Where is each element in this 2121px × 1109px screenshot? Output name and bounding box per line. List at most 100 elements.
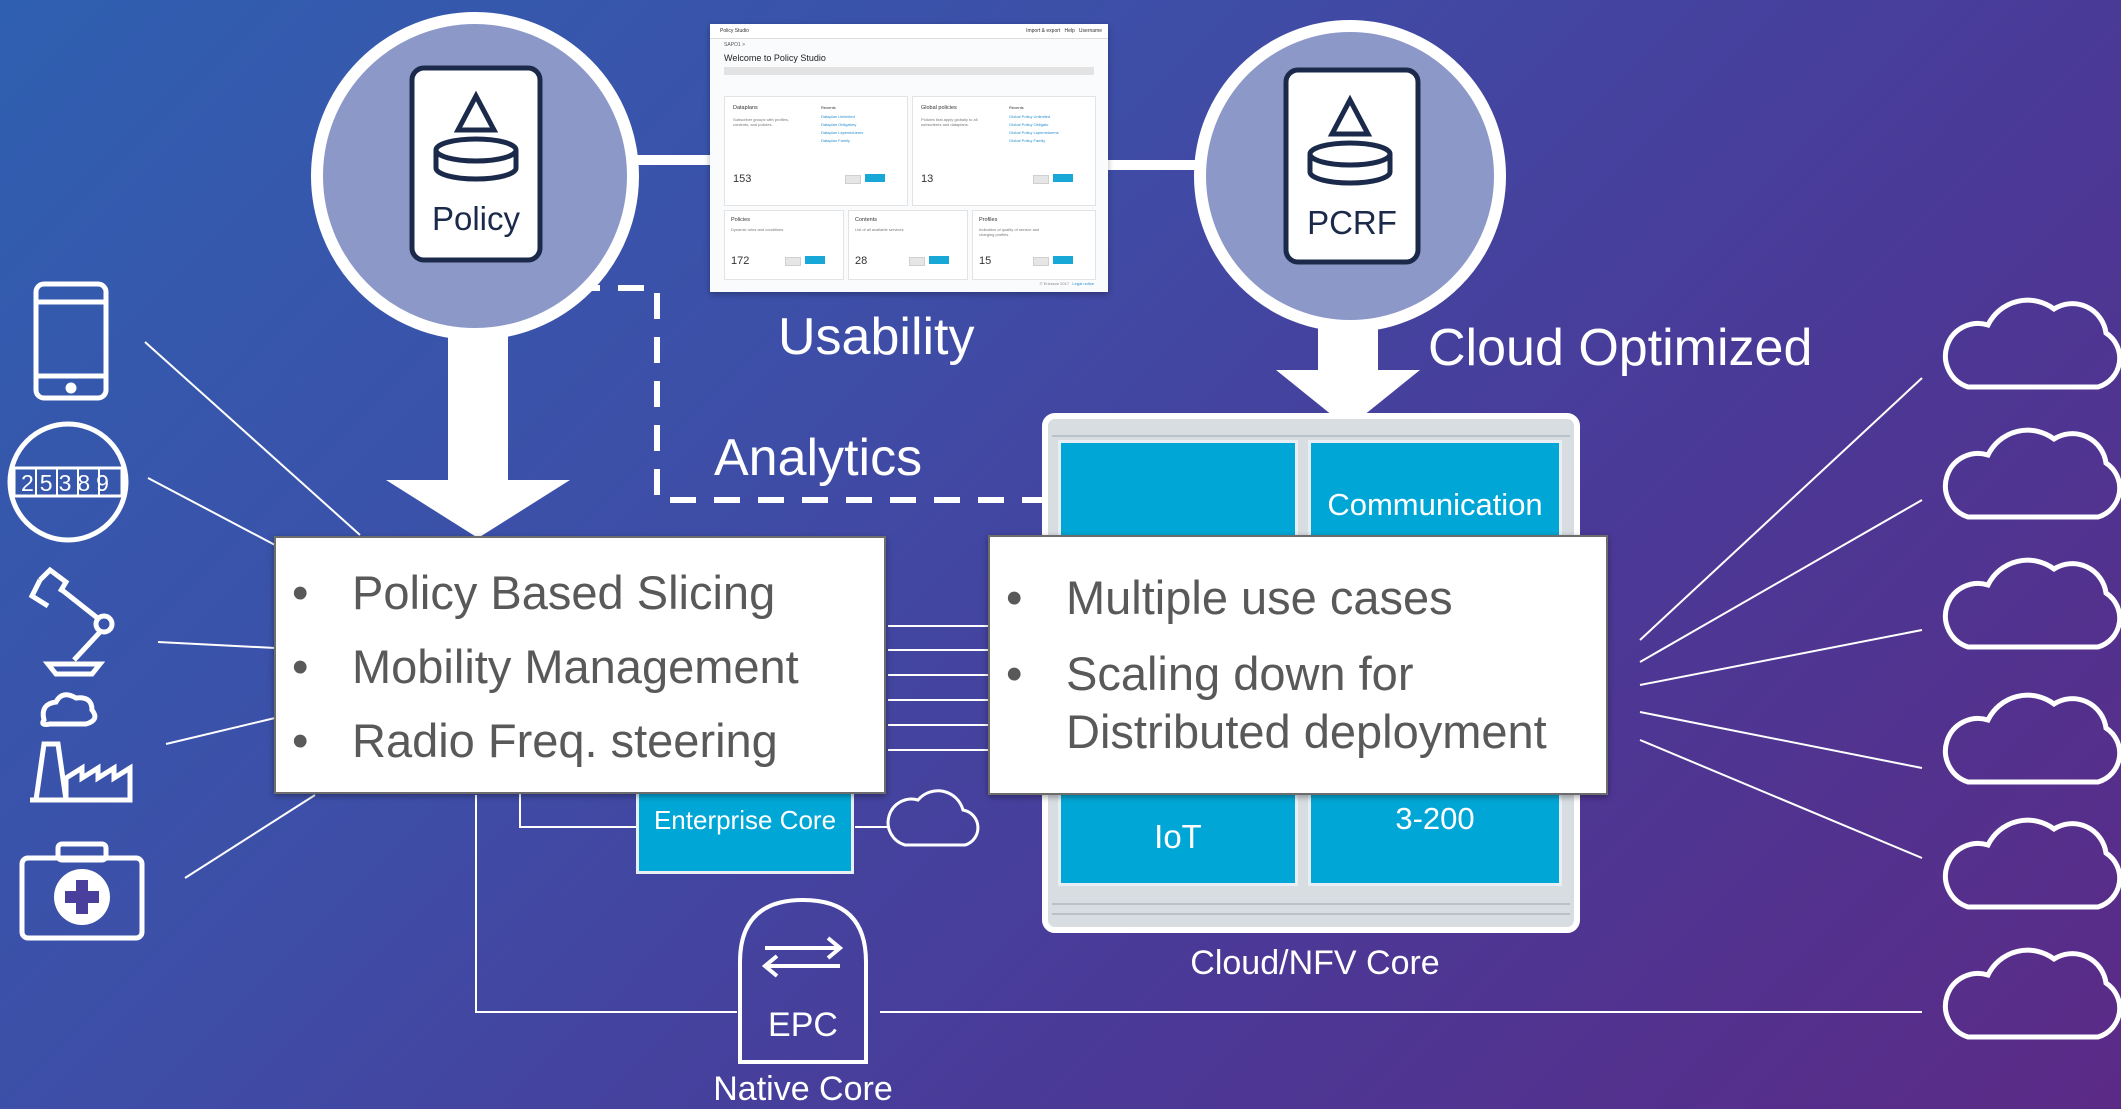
iot-label: IoT (1154, 818, 1202, 855)
meter-icon: 25389 (7, 421, 129, 543)
right-bullet-box: •Multiple use cases • Scaling down for Di… (988, 535, 1608, 795)
bullet-dot: • (292, 566, 309, 619)
ps-global-desc: Policies that apply globally to all subs… (921, 117, 978, 127)
tile-top-left (1058, 440, 1298, 542)
ps-dataplans-count: 153 (733, 173, 752, 185)
phone-icon (33, 281, 109, 401)
cloud-optimized-label: Cloud Optimized (1428, 319, 1813, 377)
connector-medkit (184, 794, 316, 879)
ps-dataplans-recent-item: Dataplan Family (821, 138, 850, 143)
ps-global-recent-item: Global Policy Obligato (1009, 122, 1049, 127)
ps-new-button (805, 256, 825, 264)
ps-card-global-policies: Global policies Policies that apply glob… (912, 96, 1096, 206)
policy-label: Policy (431, 200, 521, 237)
connector-cloud-2 (1639, 499, 1923, 663)
tile-iot: IoT (1058, 784, 1298, 886)
ps-global-recent-item: Global Policy Family (1009, 138, 1046, 143)
analytics-label: Analytics (714, 429, 923, 487)
ps-card-dataplans: Dataplans Subscriber groups with profile… (724, 96, 908, 206)
ps-contents-desc: List of all available services (855, 227, 904, 232)
ps-dataplans-recent-item: Dataplan Lapemiduems (821, 130, 864, 135)
ps-dataplans-desc: Subscriber groups with profiles, content… (733, 117, 789, 127)
ps-menu-help: Help (1064, 28, 1075, 34)
ps-footer-copyright: © Ericsson 2017 (1039, 281, 1070, 286)
policy-node (311, 12, 639, 340)
box-connectors (475, 625, 990, 1013)
communication-label: Communication (1327, 487, 1543, 522)
tile-3-200-label: 3-200 (1395, 801, 1475, 836)
bullet-item: • Radio Freq. steering (276, 704, 884, 778)
ps-title: Welcome to Policy Studio (724, 53, 826, 63)
ps-new-button (1053, 174, 1073, 182)
native-core-label: Native Core (713, 1070, 893, 1108)
connector-robot (157, 641, 276, 649)
ps-policies-count: 172 (731, 255, 750, 267)
robot-arm-icon (28, 566, 115, 677)
ps-menu-import: Import & export (1026, 28, 1061, 34)
ps-dataplans-recent-item: Dataplan Unlimited (821, 114, 855, 119)
connector-meter (147, 477, 276, 546)
cloud-icon (1942, 557, 2121, 650)
connector-phone (144, 341, 361, 536)
device-connectors (144, 341, 361, 879)
ps-footer: © Ericsson 2017 Legal notice (1040, 281, 1094, 286)
enterprise-core-tile: Enterprise Core (636, 790, 854, 874)
ps-card-policies: Policies Dynamic rules and conditions 17… (724, 210, 844, 280)
policy-studio-screenshot: Policy Studio Import & export Help Usern… (710, 24, 1108, 292)
ps-global-recent-item: Global Policy Lapemiduems (1009, 130, 1059, 135)
ps-global-heading: Global policies (921, 105, 957, 111)
bullet-item: •Mobility Management (276, 630, 884, 704)
bullet-item: • Scaling down for Distributed deployment (990, 645, 1606, 761)
ps-profiles-heading: Profiles (979, 217, 998, 223)
ps-search-strip (724, 67, 1094, 75)
tile-3-200: 3-200 (1308, 784, 1562, 886)
ps-global-recent-item: Global Policy Unlimited (1009, 114, 1051, 119)
ps-dataplans-recent-heading: Recents (821, 105, 836, 110)
connector-cloud-3 (1639, 629, 1923, 686)
rack-grooves (1052, 435, 1570, 915)
ps-app-name: Policy Studio (720, 28, 749, 34)
bullet-dot: • (1006, 647, 1023, 700)
connector-cloud-5 (1639, 739, 1923, 859)
ps-menu-user: Username (1078, 28, 1102, 34)
ps-dataplans-recent-item: Dataplan Obligatory (821, 122, 857, 127)
ps-global-recent-heading: Recents (1009, 105, 1024, 110)
ps-profiles-desc: Indication of quality of service and cha… (979, 227, 1040, 237)
cloud-connectors (880, 377, 1923, 1013)
bullet-dot: • (292, 714, 309, 767)
swap-arrows-icon (761, 936, 844, 978)
pcrf-label: PCRF (1307, 204, 1397, 241)
ps-see-all-button (909, 257, 925, 266)
ps-new-button (1053, 256, 1073, 264)
cloud-nfv-core-label: Cloud/NFV Core (1190, 944, 1440, 982)
usability-label: Usability (778, 308, 975, 366)
cloud-icon (1942, 297, 2121, 390)
epc-node (738, 897, 868, 1064)
bullet-item: •Multiple use cases (990, 561, 1606, 635)
enterprise-core-label: Enterprise Core (653, 805, 837, 835)
pcrf-down-arrow (1276, 300, 1420, 428)
ps-contents-count: 28 (855, 255, 868, 267)
bullet-text: Mobility Management (352, 640, 799, 693)
right-bullet-list: •Multiple use cases • Scaling down for Di… (990, 561, 1606, 761)
left-bullet-list: •Policy Based Slicing •Mobility Manageme… (276, 556, 884, 778)
first-aid-kit-icon (19, 841, 145, 941)
right-clouds (1942, 297, 2121, 1040)
tile-communication: Communication (1308, 440, 1562, 542)
connector-factory (165, 717, 276, 745)
ps-see-all-button (845, 175, 861, 184)
bullet-text: Radio Freq. steering (352, 714, 778, 767)
epc-label: EPC (768, 1006, 838, 1044)
ps-card-profiles: Profiles Indication of quality of servic… (972, 210, 1096, 280)
bullet-text: Scaling down for Distributed deployment (1066, 647, 1547, 758)
ps-profiles-count: 15 (979, 255, 992, 267)
cloud-icon (1942, 692, 2121, 785)
meter-digits: 25389 (21, 470, 115, 496)
ps-see-all-button (1033, 175, 1049, 184)
ps-see-all-button (1033, 257, 1049, 266)
ps-new-button (865, 174, 885, 182)
ps-dataplans-heading: Dataplans (733, 105, 758, 111)
pcrf-node (1194, 20, 1506, 332)
factory-icon (30, 692, 133, 803)
ps-new-button (929, 256, 949, 264)
